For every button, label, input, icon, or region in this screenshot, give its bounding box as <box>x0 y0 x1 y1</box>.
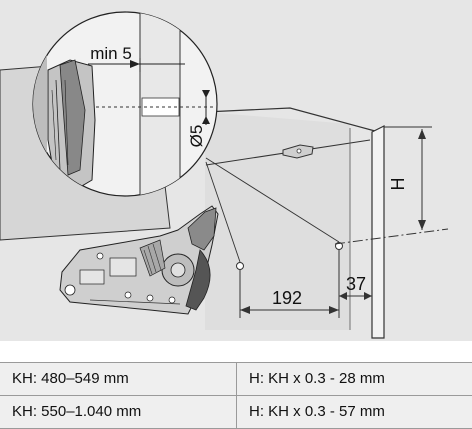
lift-mechanism <box>59 205 219 315</box>
diameter-label: Ø5 <box>187 125 206 148</box>
mount-hole-right <box>335 242 343 250</box>
min-offset-label: min 5 <box>90 44 132 63</box>
height-formula: H: KH x 0.3 - 28 mm <box>236 363 472 395</box>
height-label: H <box>388 178 408 191</box>
diagram-svg: H 192 37 <box>0 11 449 339</box>
installation-diagram: H 192 37 <box>0 0 472 341</box>
spec-row: KH: 550–1.040 mm H: KH x 0.3 - 57 mm <box>0 396 472 429</box>
reference-line <box>334 228 449 245</box>
height-formula: H: KH x 0.3 - 57 mm <box>236 396 472 428</box>
horizontal-dimensions: 192 37 <box>239 250 373 318</box>
cabinet-height-range: KH: 480–549 mm <box>0 363 236 395</box>
detail-magnifier: min 5 Ø5 <box>32 11 218 197</box>
spec-row: KH: 480–549 mm H: KH x 0.3 - 28 mm <box>0 363 472 396</box>
cabinet-height-range: KH: 550–1.040 mm <box>0 396 236 428</box>
cabinet-top-edge <box>204 107 376 132</box>
cabinet-front-edge <box>371 125 385 339</box>
mount-hole-left <box>236 262 244 270</box>
dimension-37-label: 37 <box>346 274 366 294</box>
leader-line <box>205 157 340 243</box>
dimension-192-label: 192 <box>272 288 302 308</box>
leader-line <box>205 161 241 263</box>
cabinet-back-wall <box>205 112 350 330</box>
top-mount-bracket <box>282 144 314 159</box>
height-dimension: H <box>384 126 432 230</box>
spec-table: KH: 480–549 mm H: KH x 0.3 - 28 mm KH: 5… <box>0 362 472 429</box>
